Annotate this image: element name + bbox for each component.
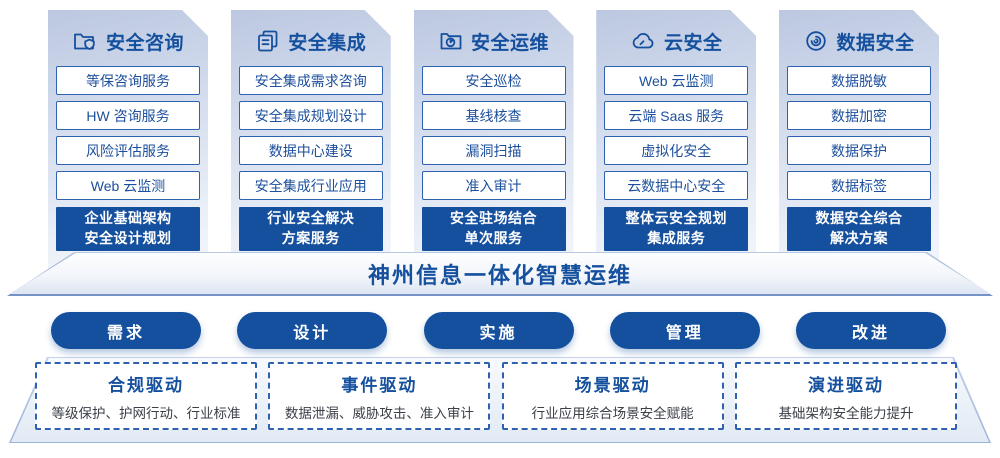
driver-scenario: 场景驱动 行业应用综合场景安全赋能 — [501, 362, 724, 430]
driver-desc: 数据泄漏、威胁攻击、准入审计 — [284, 405, 474, 421]
service-item: 虚拟化安全 — [604, 136, 748, 165]
card-title: 安全咨询 — [105, 32, 184, 54]
card-highlight-box: 安全驻场结合 单次服务 — [422, 207, 566, 251]
card-security-integration: 安全集成 安全集成需求咨询 安全集成规划设计 数据中心建设 安全集成行业应用 行… — [231, 10, 391, 292]
card-header: 安全咨询 — [72, 27, 184, 55]
service-item: 漏洞扫描 — [422, 136, 566, 165]
card-header: 安全集成 — [255, 27, 366, 55]
pill-improvement: 改进 — [796, 312, 946, 349]
driver-desc: 基础架构安全能力提升 — [778, 405, 914, 421]
service-item: 风险评估服务 — [56, 136, 200, 165]
service-item: 基线核查 — [422, 101, 566, 130]
platform-banner-fill: 神州信息一体化智慧运维 — [8, 253, 992, 294]
card-header: 数据安全 — [803, 27, 914, 55]
card-items: Web 云监测 云端 Saas 服务 虚拟化安全 云数据中心安全 — [604, 66, 748, 200]
driver-evolution: 演进驱动 基础架构安全能力提升 — [734, 362, 957, 430]
card-data-security: 数据安全 数据脱敏 数据加密 数据保护 数据标签 数据安全综合 解决方案 — [779, 10, 939, 292]
service-item: 数据加密 — [787, 101, 931, 130]
service-item: 数据标签 — [787, 171, 931, 200]
service-item: 安全集成规划设计 — [239, 101, 383, 130]
driver-title: 场景驱动 — [574, 375, 651, 395]
card-security-operations: 安全运维 安全巡检 基线核查 漏洞扫描 准入审计 安全驻场结合 单次服务 — [414, 10, 574, 292]
process-pills-row: 需求 设计 实施 管理 改进 — [51, 312, 946, 349]
banner-title: 神州信息一体化智慧运维 — [367, 262, 632, 288]
driver-desc: 等级保护、护网行动、行业标准 — [51, 405, 241, 421]
driver-title: 合规驱动 — [108, 375, 184, 395]
driver-title: 演进驱动 — [807, 375, 884, 395]
service-item: 安全巡检 — [422, 66, 566, 95]
service-item: 安全集成需求咨询 — [239, 66, 383, 95]
pill-requirements: 需求 — [51, 312, 201, 349]
service-item: Web 云监测 — [604, 66, 748, 95]
platform-banner: 神州信息一体化智慧运维 — [6, 252, 993, 296]
service-cards-row: 安全咨询 等保咨询服务 HW 咨询服务 风险评估服务 Web 云监测 企业基础架… — [48, 10, 939, 292]
driver-desc: 行业应用综合场景安全赋能 — [531, 405, 694, 421]
pill-design: 设计 — [237, 312, 388, 349]
card-highlight-box: 整体云安全规划 集成服务 — [604, 207, 748, 251]
service-item: 等保咨询服务 — [56, 66, 200, 95]
cloud-icon — [630, 29, 657, 53]
card-header: 安全运维 — [438, 27, 549, 55]
card-title: 云安全 — [663, 32, 723, 54]
service-item: 云端 Saas 服务 — [604, 101, 748, 130]
card-highlight-box: 行业安全解决 方案服务 — [239, 207, 383, 251]
card-title: 数据安全 — [836, 32, 915, 54]
service-item: 云数据中心安全 — [604, 171, 748, 200]
pill-management: 管理 — [609, 312, 760, 349]
card-header: 云安全 — [630, 27, 723, 55]
driver-title: 事件驱动 — [341, 375, 418, 395]
service-item: 数据脱敏 — [787, 66, 931, 95]
card-title: 安全集成 — [288, 32, 367, 54]
card-security-consulting: 安全咨询 等保咨询服务 HW 咨询服务 风险评估服务 Web 云监测 企业基础架… — [48, 10, 208, 292]
service-item: 安全集成行业应用 — [239, 171, 383, 200]
service-item: HW 咨询服务 — [56, 101, 200, 130]
service-item: 准入审计 — [422, 171, 566, 200]
folder-pie-icon — [438, 29, 464, 53]
card-highlight-box: 企业基础架构 安全设计规划 — [56, 207, 200, 251]
card-cloud-security: 云安全 Web 云监测 云端 Saas 服务 虚拟化安全 云数据中心安全 整体云… — [596, 10, 756, 292]
fingerprint-icon — [803, 29, 829, 53]
card-items: 安全巡检 基线核查 漏洞扫描 准入审计 — [422, 66, 566, 200]
copy-documents-icon — [255, 29, 281, 53]
service-item: 数据保护 — [787, 136, 931, 165]
card-items: 数据脱敏 数据加密 数据保护 数据标签 — [787, 66, 931, 200]
card-items: 安全集成需求咨询 安全集成规划设计 数据中心建设 安全集成行业应用 — [239, 66, 383, 200]
driver-incident: 事件驱动 数据泄漏、威胁攻击、准入审计 — [268, 362, 491, 430]
service-item: 数据中心建设 — [239, 136, 383, 165]
folder-shield-icon — [72, 29, 99, 53]
driver-compliance: 合规驱动 等级保护、护网行动、行业标准 — [35, 362, 257, 430]
card-items: 等保咨询服务 HW 咨询服务 风险评估服务 Web 云监测 — [56, 66, 200, 200]
pill-implementation: 实施 — [423, 312, 574, 349]
card-title: 安全运维 — [470, 32, 549, 54]
drivers-row: 合规驱动 等级保护、护网行动、行业标准 事件驱动 数据泄漏、威胁攻击、准入审计 … — [35, 362, 957, 430]
service-item: Web 云监测 — [56, 171, 200, 200]
card-highlight-box: 数据安全综合 解决方案 — [787, 207, 931, 251]
